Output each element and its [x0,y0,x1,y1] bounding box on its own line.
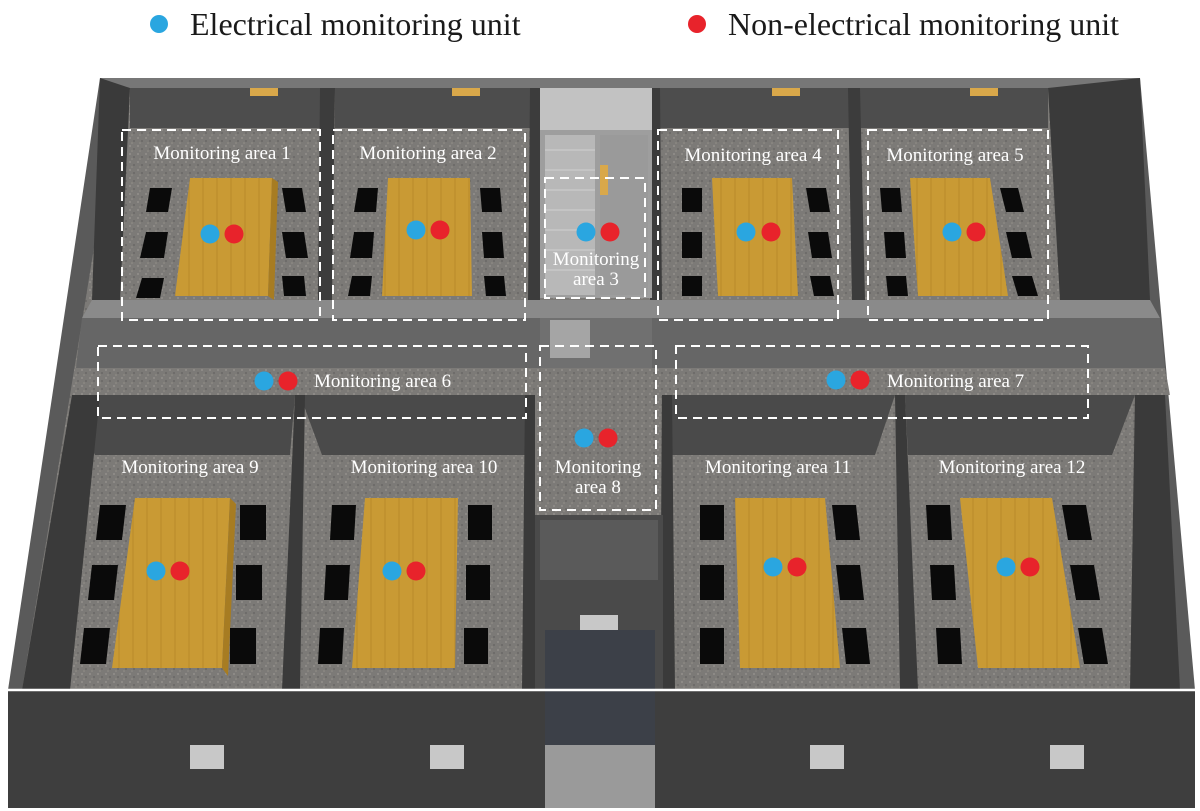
area-outline-3 [544,177,646,299]
area-label-11: Monitoring area 11 [705,457,851,478]
electrical-unit-area-7 [826,370,846,390]
area-outline-2 [332,129,526,321]
electrical-unit-area-10 [382,561,402,581]
electrical-unit-area-12 [996,557,1016,577]
electrical-unit-area-2 [406,220,426,240]
area-outline-6 [97,345,527,419]
monitoring-area-outlines [97,129,1089,511]
tables [112,178,1080,676]
non-electrical-unit-area-2 [430,220,450,240]
non-electrical-unit-area-5 [966,222,986,242]
area-label-6: Monitoring area 6 [314,371,452,392]
non-electrical-unit-area-3 [600,222,620,242]
electrical-unit-area-9 [146,561,166,581]
electrical-unit-area-8 [574,428,594,448]
legend-label-electrical: Electrical monitoring unit [190,5,521,42]
area-label-12: Monitoring area 12 [938,457,1086,478]
electrical-unit-area-4 [736,222,756,242]
electrical-unit-area-11 [763,557,783,577]
non-electrical-unit-area-6 [278,371,298,391]
legend: Electrical monitoring unit Non-electrica… [0,0,1200,50]
non-electrical-unit-area-1 [224,224,244,244]
area-label-8: Monitoring area 8 [554,457,642,498]
area-label-9: Monitoring area 9 [121,457,259,478]
area-label-1: Monitoring area 1 [153,143,291,164]
area-outline-1 [121,129,321,321]
electrical-unit-marker-icon [150,15,168,33]
chairs [80,188,1108,664]
area-outline-5 [867,129,1049,321]
legend-item-electrical: Electrical monitoring unit [150,4,521,44]
electrical-unit-area-5 [942,222,962,242]
area-outline-7 [675,345,1089,419]
monitoring-units [146,220,1040,581]
area-label-4: Monitoring area 4 [684,145,822,166]
non-electrical-unit-area-9 [170,561,190,581]
non-electrical-unit-marker-icon [688,15,706,33]
non-electrical-unit-area-8 [598,428,618,448]
bottom-row-rooms [22,395,1180,808]
area-outline-8 [539,345,657,511]
area-label-2: Monitoring area 2 [359,143,497,164]
electrical-unit-area-1 [200,224,220,244]
electrical-unit-area-6 [254,371,274,391]
area-outline-4 [657,129,839,321]
staircase [540,88,652,298]
corridor-walls [72,300,1170,395]
legend-item-non-electrical: Non-electrical monitoring unit [688,4,1119,44]
area-label-5: Monitoring area 5 [886,145,1024,166]
electrical-unit-area-3 [576,222,596,242]
area-label-3: Monitoring area 3 [552,249,640,290]
front-windows [190,745,1084,769]
legend-label-non-electrical: Non-electrical monitoring unit [728,5,1119,42]
non-electrical-unit-area-7 [850,370,870,390]
non-electrical-unit-area-4 [761,222,781,242]
non-electrical-unit-area-10 [406,561,426,581]
area-label-10: Monitoring area 10 [350,457,498,478]
non-electrical-unit-area-11 [787,557,807,577]
top-row-rooms [92,78,1150,300]
area-label-7: Monitoring area 7 [887,371,1025,392]
non-electrical-unit-area-12 [1020,557,1040,577]
